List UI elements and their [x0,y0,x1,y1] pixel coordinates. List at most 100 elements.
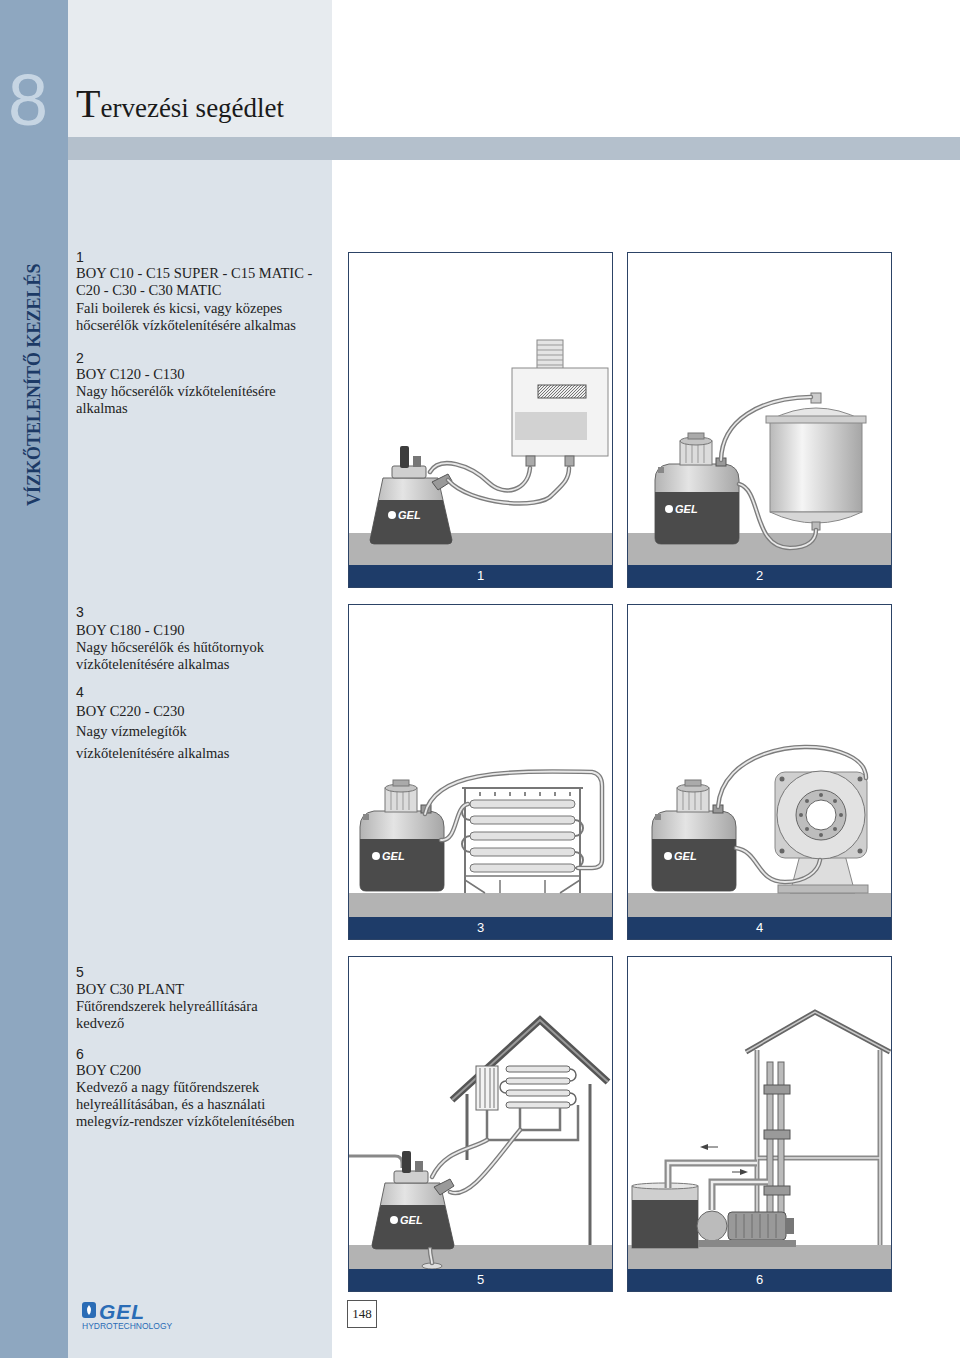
hose [441,804,468,840]
house-heating-system [506,1066,570,1072]
cooling-tower-coil [470,816,575,824]
hose [736,848,820,882]
hose [441,804,468,840]
wall-boiler [565,456,574,466]
panel-number: 3 [349,917,612,939]
pump-tank [655,433,739,544]
model-list: BOY C200 [76,1062,324,1079]
illustration-panel: 1 [348,252,613,588]
water-heater [858,777,863,782]
cooling-tower-coil [480,792,570,796]
house-heating-system [506,1090,570,1096]
water-heater [780,849,785,854]
cooling-tower-coil [462,804,583,868]
water-heater [778,885,868,893]
hose [448,468,569,503]
water-heater [806,800,836,830]
cooling-tower-coil [470,800,575,808]
water-heater [777,771,865,859]
hose [448,468,569,503]
house-heating-system [452,1020,608,1100]
application-note: Fűtőrendszerek helyreállítására kedvező [76,998,271,1032]
building-hot-water-system [708,1147,741,1172]
water-heater [780,777,785,782]
building-hot-water-system [700,1144,708,1150]
cooling-tower-coil [470,848,575,856]
page-background [68,0,332,1358]
section-tab-title: VÍZKŐTELENÍTŐ KEZELÉS [23,264,45,507]
house-heating-system [476,1066,498,1110]
hose [430,1249,432,1263]
cooling-tower-coil [470,832,575,840]
item-number: 1 [76,249,84,266]
water-heater [799,813,803,817]
water-heater [805,799,809,803]
item-number: 5 [76,964,84,981]
brand-logo-icon [82,1302,96,1318]
building-hot-water-system [668,1163,768,1210]
panel-number: 2 [628,565,891,587]
brand-logo-icon [82,1302,96,1318]
panel-number: 6 [628,1269,891,1291]
item-number: 6 [76,1046,84,1063]
wall-boiler [537,345,563,365]
logo-icon [390,1216,398,1224]
hose [718,747,866,807]
cooling-tower-coil [465,876,580,893]
building-hot-water-system [736,1214,776,1238]
cooling-tower-coil [470,864,575,872]
application-note: Nagy hőcserélők és hűtőtornyok vízkőtele… [76,639,324,673]
logo-icon [372,852,380,860]
hose [425,771,602,868]
hose [721,397,811,460]
panel-number: 4 [628,917,891,939]
building-hot-water-system [632,1200,698,1248]
illustration-panel: 6 [627,956,892,1292]
illustration-panel: 5 [348,956,613,1292]
hose [430,463,569,503]
building-hot-water-system [697,1211,727,1241]
hose [450,1130,520,1193]
brand-logo-text: GEL [382,849,405,863]
model-list: BOY C180 - C190 [76,622,324,639]
water-heater [775,771,868,893]
hose [430,463,530,490]
hose [425,771,602,868]
water-heater [819,793,823,797]
wall-boiler [512,340,608,466]
building-hot-water-system [764,1186,790,1195]
hose [739,484,816,548]
building-hot-water-system [698,1240,796,1247]
pressure-vessel [770,512,862,523]
wall-boiler [538,385,586,398]
wall-boiler [537,340,563,370]
logo-icon [665,505,673,513]
application-note: Fali boilerek és kicsi, vagy közepes hőc… [76,300,324,334]
wall-boiler [512,368,608,456]
wall-boiler [526,456,535,466]
hose [721,397,811,460]
model-list: BOY C30 PLANT [76,981,324,998]
hose [739,484,816,548]
building-hot-water-system [632,1186,698,1248]
application-note: Kedvező a nagy fűtőrendszerek helyreállí… [76,1079,324,1130]
item-number: 4 [76,684,84,701]
page-background [0,0,68,1358]
illustration-panel: 3 [348,604,613,940]
brand-tagline: HYDROTECHNOLOGY [82,1322,172,1331]
house-heating-system [480,1068,494,1108]
water-heater [819,833,823,837]
house-heating-system [349,1020,608,1269]
brand-logo-icon [87,1305,91,1315]
hose [425,771,602,868]
water-heater [796,790,846,840]
brand-logo-text: GEL [674,849,697,863]
house-heating-system [349,1156,402,1168]
water-heater [858,849,863,854]
water-heater [833,827,837,831]
house-heating-system [506,1078,570,1084]
water-heater [839,813,843,817]
application-note: Nagy hőcserélők vízkőtelenítésére alkalm… [76,383,316,417]
building-hot-water-system [728,1212,786,1240]
